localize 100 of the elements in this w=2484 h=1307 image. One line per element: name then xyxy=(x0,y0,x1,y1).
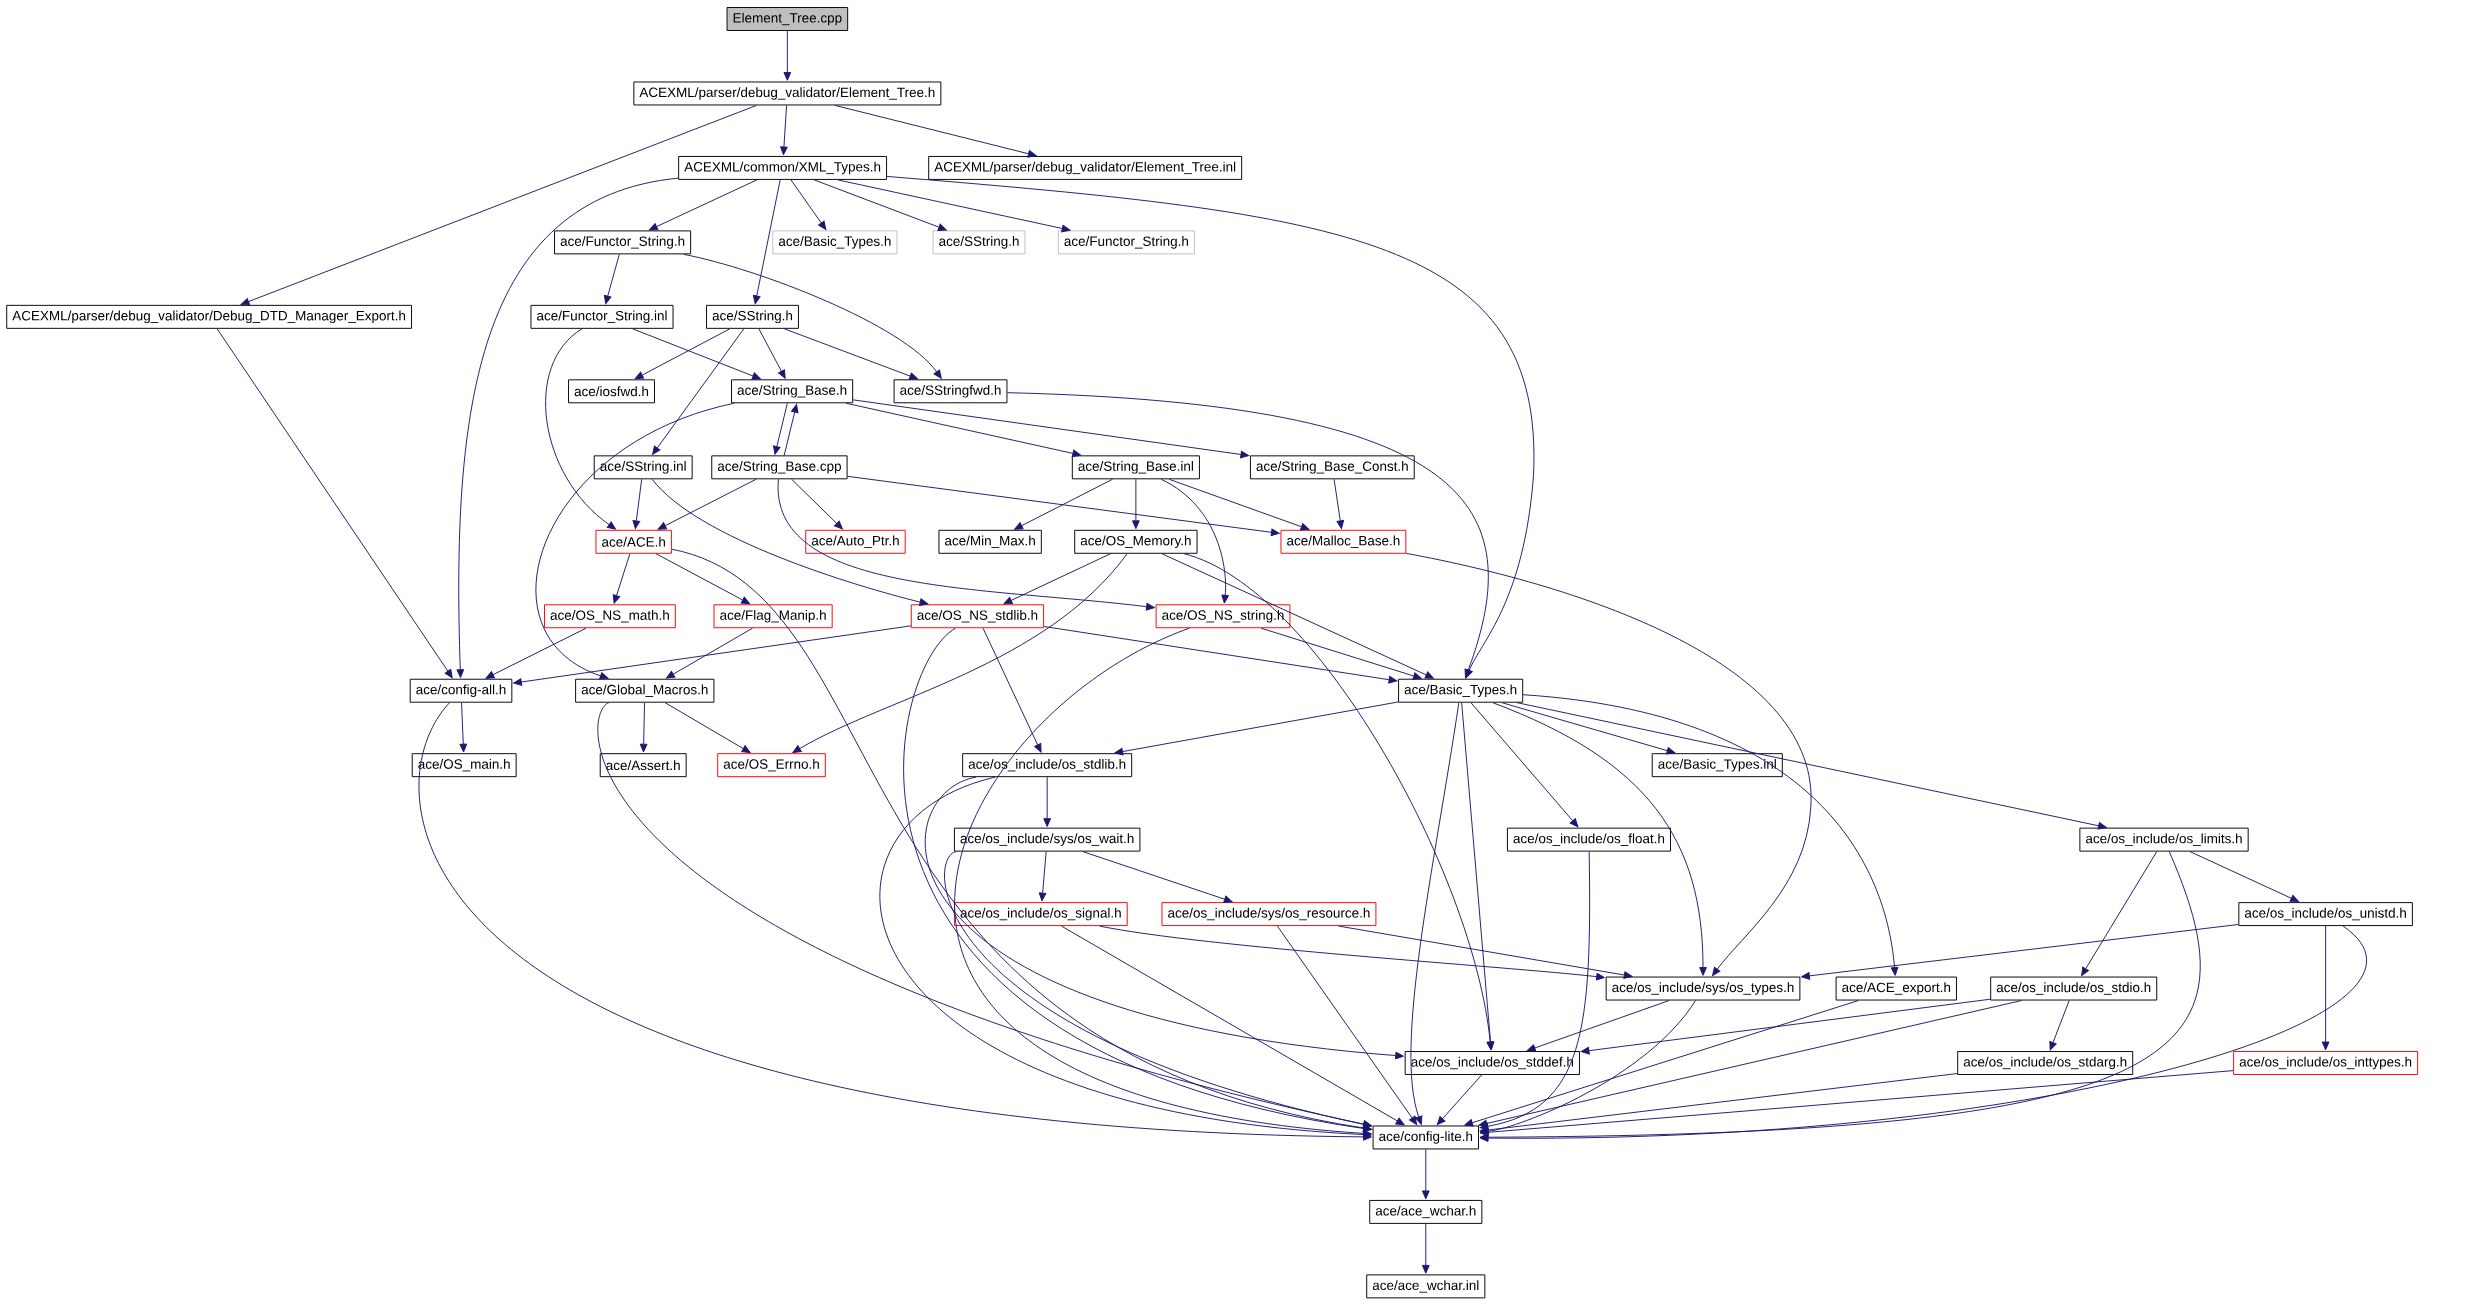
arrow xyxy=(1132,478,1140,530)
arrow xyxy=(1038,851,1047,902)
file-box: ace/os_include/sys/os_types.h xyxy=(1605,976,1801,1001)
arrow xyxy=(2321,925,2330,1051)
arrow xyxy=(2081,851,2158,976)
arrow xyxy=(924,776,1404,1060)
arrow xyxy=(1461,702,1495,1051)
arrow xyxy=(1014,478,1113,530)
file-box: ACEXML/common/XML_Types.h xyxy=(678,156,888,180)
arrow xyxy=(597,702,1372,1128)
arrow xyxy=(545,328,617,530)
arrow xyxy=(419,702,1372,1141)
arrow xyxy=(783,404,799,456)
arrow xyxy=(845,402,1082,458)
arrow xyxy=(1410,702,1460,1125)
arrow xyxy=(1060,925,1405,1126)
file-box: ace/String_Base_Const.h xyxy=(1249,455,1415,480)
arrow xyxy=(2189,851,2299,903)
file-box: ace/os_include/os_stdarg.h xyxy=(1957,1051,2134,1075)
arrow xyxy=(982,627,1042,753)
arrow xyxy=(1501,702,1676,755)
arrow xyxy=(632,478,643,530)
arrow xyxy=(1003,553,1111,605)
file-box: ace/OS_NS_math.h xyxy=(544,604,676,629)
arrow xyxy=(837,179,1071,233)
arrow xyxy=(1160,478,1229,604)
file-box: ace/Assert.h xyxy=(599,753,687,778)
arrow xyxy=(847,475,1280,537)
file-box: ace/Functor_String.inl xyxy=(530,304,674,329)
file-box: ace/String_Base.cpp xyxy=(711,455,848,480)
file-box: ace/Global_Macros.h xyxy=(575,678,715,703)
arrow xyxy=(1580,998,1991,1055)
arrow xyxy=(612,553,631,604)
arrow xyxy=(1479,851,1591,1131)
arrow xyxy=(683,253,942,379)
arrow xyxy=(1260,627,1422,680)
arrow xyxy=(792,553,1128,754)
file-box: ace/os_include/os_inttypes.h xyxy=(2233,1051,2419,1075)
arrow xyxy=(1114,701,1399,756)
file-box: ace/OS_NS_string.h xyxy=(1155,604,1291,629)
arrow xyxy=(671,548,1372,1132)
arrow xyxy=(1479,1073,1958,1134)
arrow xyxy=(2049,1000,2070,1051)
file-box: ace/iosfwd.h xyxy=(568,379,655,404)
arrow xyxy=(639,702,648,753)
file-box: ace/Functor_String.h xyxy=(1057,230,1195,255)
file-box: ace/Min_Max.h xyxy=(938,529,1042,554)
arrow xyxy=(1333,478,1345,530)
arrow xyxy=(535,402,735,680)
arrow xyxy=(886,175,1534,679)
file-box: ace/os_include/os_stdio.h xyxy=(1990,976,2158,1001)
file-box: ace/Basic_Types.inl xyxy=(1651,753,1783,778)
arrow xyxy=(1006,392,1488,679)
arrow xyxy=(632,328,761,380)
arrow xyxy=(1479,925,2365,1142)
file-box: ace/Basic_Types.h xyxy=(1398,678,1524,703)
arrow xyxy=(1479,1070,2234,1137)
file-box: ace/os_include/os_stddef.h xyxy=(1404,1051,1580,1075)
arrow xyxy=(657,478,757,530)
arrow xyxy=(1526,1000,1670,1052)
file-box: ACEXML/parser/debug_validator/Debug_DTD_Manager_Export.h xyxy=(6,304,412,329)
file-box: ace/SStringfwd.h xyxy=(893,379,1008,404)
arrow xyxy=(790,179,827,230)
file-box: ace/SString.h xyxy=(932,230,1026,255)
arrow xyxy=(648,179,758,231)
file-box: ace/config-all.h xyxy=(409,678,513,703)
arrow xyxy=(240,104,757,306)
file-box: ace/OS_Memory.h xyxy=(1074,529,1198,554)
arrow xyxy=(652,328,745,455)
arrow xyxy=(783,328,919,380)
file-box: ace/Malloc_Base.h xyxy=(1280,529,1407,554)
file-box: ace/SString.h xyxy=(706,304,799,329)
arrow xyxy=(1464,1000,1859,1127)
arrow xyxy=(1470,702,1579,828)
arrow xyxy=(604,253,620,305)
arrow xyxy=(1436,1074,1483,1126)
arrow xyxy=(879,776,1372,1139)
file-box: ace/os_include/os_limits.h xyxy=(2079,827,2249,852)
arrow xyxy=(1801,924,2239,980)
arrow xyxy=(1421,1223,1430,1274)
file-box: ace/String_Base.inl xyxy=(1071,455,1200,480)
file-box: ace/os_include/os_stdlib.h xyxy=(962,753,1133,778)
file-box: ace/Flag_Manip.h xyxy=(713,604,833,629)
arrow xyxy=(752,179,781,305)
arrow xyxy=(1478,1000,2023,1128)
arrow xyxy=(216,328,453,679)
arrow xyxy=(651,478,929,606)
file-box: ace/ACE_export.h xyxy=(1835,976,1957,1001)
file-box: ace/ace_wchar.h xyxy=(1369,1199,1483,1224)
arrow xyxy=(1338,925,1633,979)
arrow xyxy=(944,851,1372,1129)
arrow xyxy=(634,328,731,380)
file-box: ace/os_include/os_float.h xyxy=(1506,827,1671,852)
file-box: ace/String_Base.h xyxy=(731,379,854,404)
file-box: ace/os_include/sys/os_wait.h xyxy=(953,827,1141,852)
file-box: ACEXML/parser/debug_validator/Element_Tree.inl xyxy=(928,156,1243,180)
file-box: ace/Functor_String.h xyxy=(554,230,692,255)
arrow xyxy=(1168,478,1310,531)
arrow xyxy=(783,30,792,81)
arrow xyxy=(485,627,587,679)
